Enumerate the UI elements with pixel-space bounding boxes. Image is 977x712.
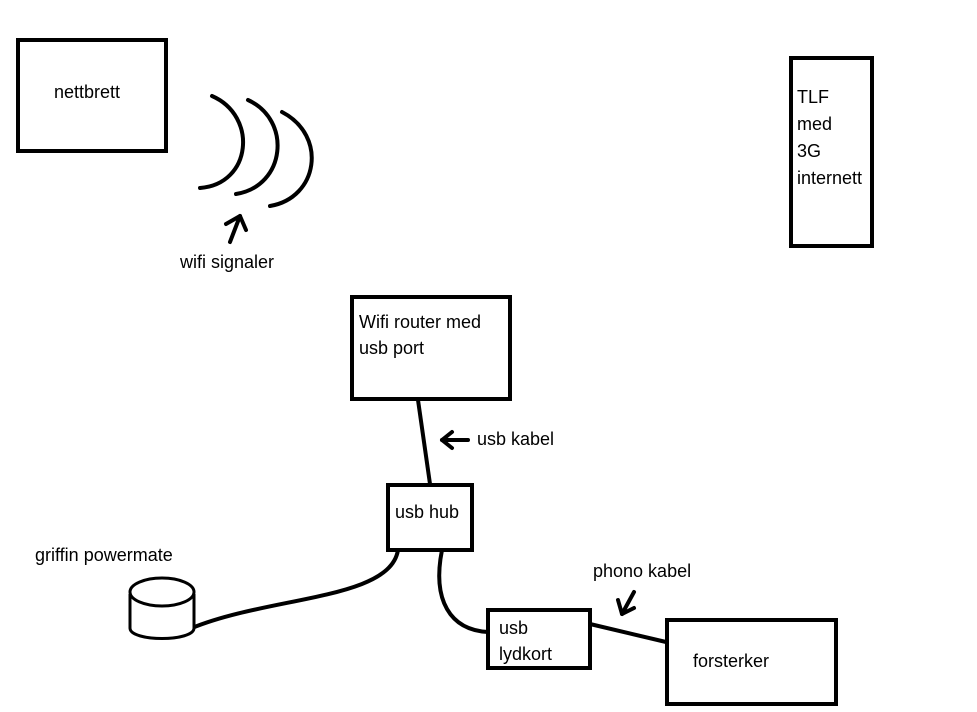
usb-hub-box [386,483,474,552]
usb-soundcard-box [486,608,592,670]
router-label-line: usb port [359,338,425,358]
powermate-cable [191,549,400,630]
usb-hub-label: usb hub [395,502,460,522]
tablet-label: nettbrett [54,82,121,102]
router-label: Wifi router med usb port [359,309,481,361]
phone-label: TLF med 3G internett [797,84,862,192]
amplifier-label: forsterker [693,651,770,671]
usb-cable-line [416,399,432,485]
phone-label-line: med [797,114,833,134]
amplifier-box [665,618,838,706]
phono-cable-line [589,622,667,644]
wifi-arrow [224,214,248,244]
usb-cable-label: usb kabel [477,429,555,449]
usb-soundcard-label: usb lydkort [499,615,552,667]
phono-cable-label: phono kabel [593,561,692,581]
tablet-box [16,38,168,153]
wifi-arc-2 [234,98,280,196]
phono-cable-arrow [616,590,636,616]
powermate-shape [128,576,196,640]
usb-soundcard-label-line: lydkort [499,644,553,664]
usb-soundcard-label-line: usb [499,618,529,638]
usb-cable-arrow [440,430,470,450]
powermate-label: griffin powermate [35,545,173,565]
wifi-arc-3 [268,110,314,208]
phone-label-line: internett [797,168,863,188]
phone-label-line: 3G [797,141,822,161]
soundcard-cable [437,549,489,634]
wifi-arc-1 [198,94,245,190]
router-label-line: Wifi router med [359,312,482,332]
phone-label-line: TLF [797,87,830,107]
router-box [350,295,512,401]
phone-box [789,56,874,248]
wifi-signals-label: wifi signaler [180,252,275,272]
